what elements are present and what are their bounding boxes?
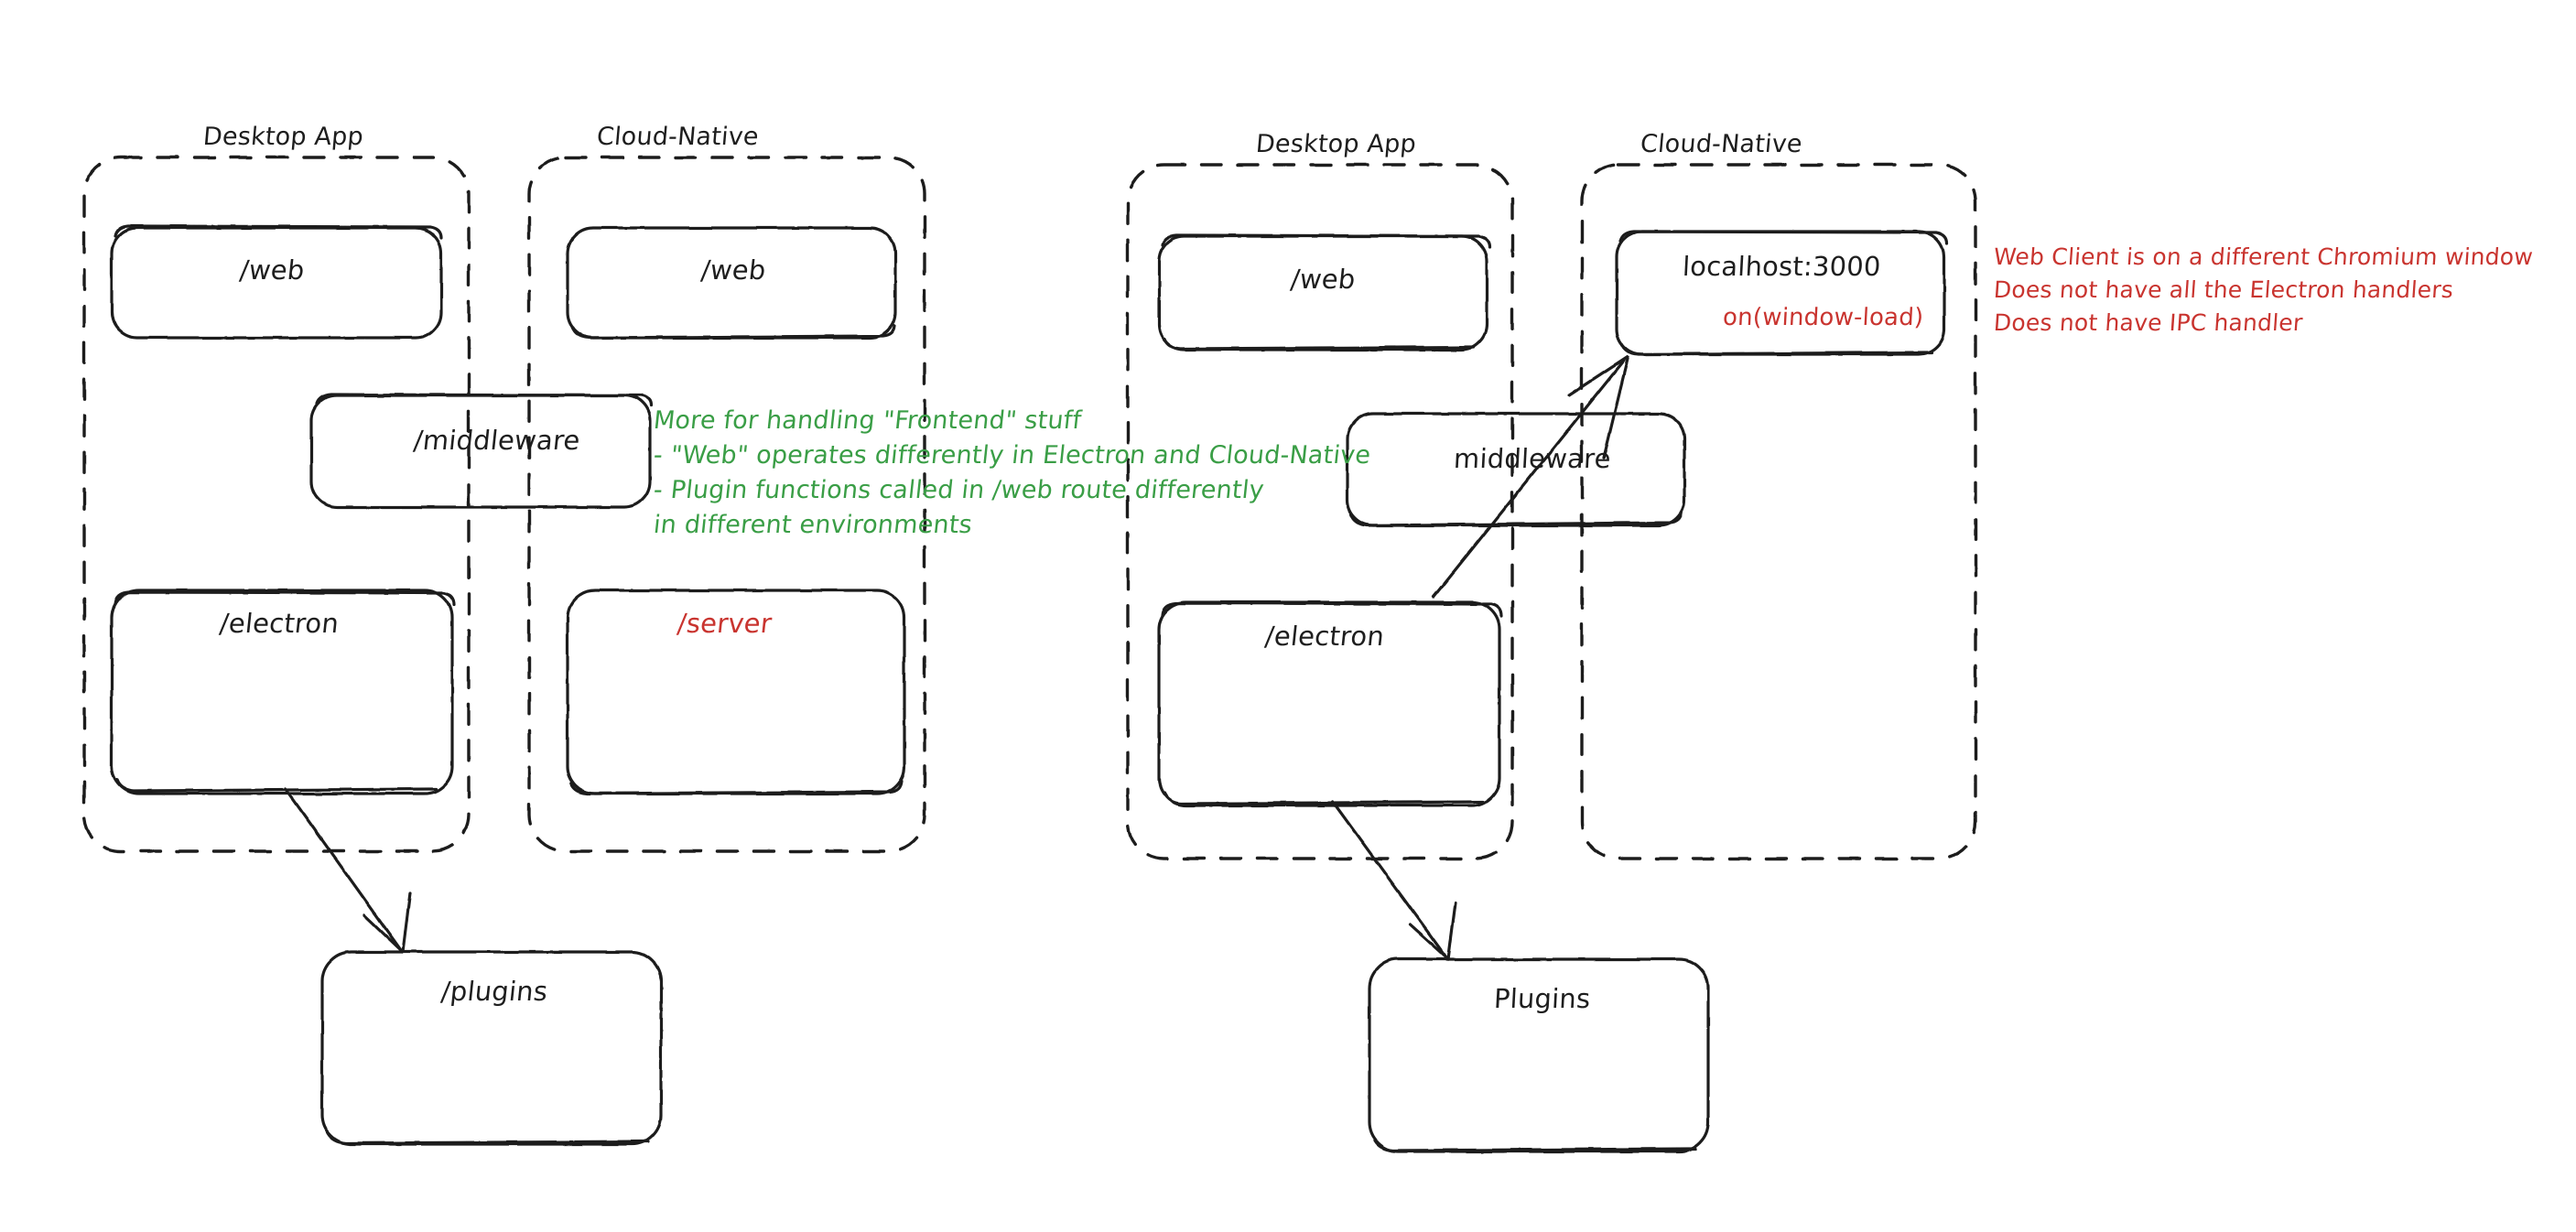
right-electron-to-localhost-arrow [1432, 355, 1629, 599]
right-plugins-label: Plugins [1493, 983, 1592, 1014]
left-server-box [566, 589, 906, 795]
green-note-line-2: - "Web" operates differently in Electron… [652, 441, 1372, 470]
right-desktop-app-container [1126, 163, 1514, 860]
left-middleware-box [309, 393, 653, 509]
left-web-cloud-box [566, 226, 897, 340]
red-note-line-2: Does not have all the Electron handlers [1993, 276, 2455, 303]
left-cloud-native-group-label: Cloud-Native [595, 123, 761, 151]
right-electron-to-plugins-arrow [1331, 800, 1457, 961]
right-cloud-native-group-label: Cloud-Native [1639, 130, 1804, 158]
right-electron-box [1157, 600, 1503, 807]
left-web-cloud-label: /web [699, 254, 768, 286]
left-web-desktop-label: /web [238, 254, 307, 286]
right-web-label: /web [1289, 264, 1358, 295]
left-web-desktop-box [110, 224, 443, 340]
left-plugins-box [320, 950, 663, 1146]
red-note-line-1: Web Client is on a different Chromium wi… [1993, 243, 2535, 270]
right-plugins-box [1368, 957, 1710, 1153]
left-middleware-label: /middleware [412, 425, 582, 456]
green-note-line-1: More for handling "Frontend" stuff [652, 406, 1083, 435]
left-plugins-label: /plugins [439, 976, 550, 1007]
left-server-label: /server [676, 608, 774, 639]
red-note-line-3: Does not have IPC handler [1993, 309, 2304, 336]
right-electron-label: /electron [1263, 621, 1386, 652]
right-cloud-native-container [1580, 163, 1977, 860]
right-localhost-label: localhost:3000 [1682, 251, 1882, 282]
right-on-window-load-label: on(window-load) [1722, 304, 1925, 331]
left-desktop-app-container [82, 156, 471, 853]
green-note-line-3: - Plugin functions called in /web route … [652, 476, 1266, 504]
left-electron-box [110, 589, 456, 795]
left-desktop-app-group-label: Desktop App [201, 123, 365, 151]
right-desktop-app-group-label: Desktop App [1254, 130, 1418, 158]
right-web-box [1157, 233, 1491, 351]
right-localhost-box [1615, 230, 1949, 356]
left-electron-to-plugins-arrow [284, 787, 412, 954]
right-middleware-box [1346, 412, 1686, 527]
left-electron-label: /electron [218, 608, 341, 639]
left-cloud-native-container [527, 156, 926, 853]
right-middleware-label: middleware [1453, 443, 1612, 474]
green-note-line-4: in different environments [652, 511, 974, 539]
